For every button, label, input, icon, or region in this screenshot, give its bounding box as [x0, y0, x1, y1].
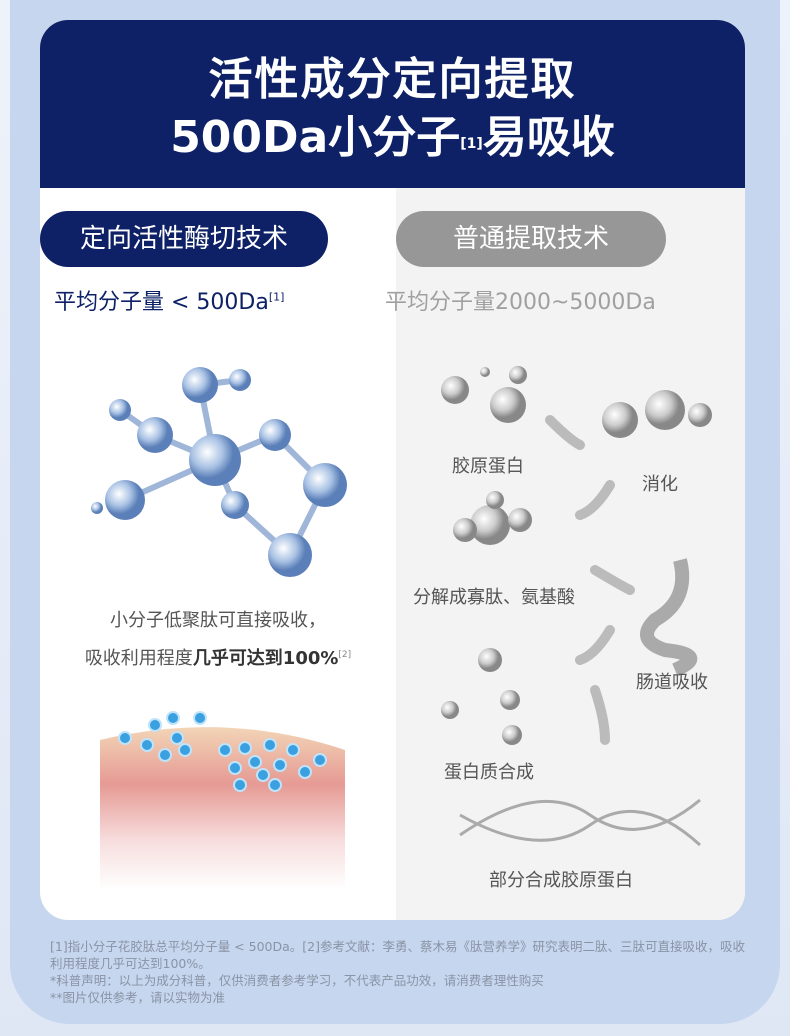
subheadline: 500Da小分子[1]易吸收	[40, 108, 745, 168]
step-digestion: 消化	[642, 474, 678, 495]
desc-bold: 几乎可达到100%	[192, 648, 339, 669]
footnote-1: [1]指小分子花胶肽总平均分子量 < 500Da。[2]参考文献：李勇、蔡木易《…	[50, 939, 745, 971]
footnotes: [1]指小分子花胶肽总平均分子量 < 500Da。[2]参考文献：李勇、蔡木易《…	[50, 938, 750, 1006]
step-breakdown: 分解成寡肽、氨基酸	[413, 587, 575, 608]
step-partial-collagen: 部分合成胶原蛋白	[489, 870, 633, 891]
comparison-card: 活性成分定向提取 500Da小分子[1]易吸收	[40, 20, 745, 920]
left-desc-1: 小分子低聚肽可直接吸收，	[110, 610, 326, 631]
small-molecule-icon	[91, 367, 347, 577]
enzyme-tech-pill: 定向活性酶切技术	[40, 211, 328, 267]
desc-text: 吸收利用程度	[84, 648, 193, 669]
digestion-flow-icons	[441, 366, 712, 847]
left-subtitle: 平均分子量 < 500Da[1]	[54, 284, 284, 316]
footnote-2: *科普声明：以上为成分科普，仅供消费者参考学习，不代表产品功效，请消费者理性购买	[50, 973, 544, 988]
headline: 活性成分定向提取	[208, 54, 577, 105]
right-subtitle: 平均分子量2000~5000Da	[385, 290, 656, 315]
header-banner: 活性成分定向提取 500Da小分子[1]易吸收	[40, 20, 745, 188]
footnote-ref: [1]	[460, 136, 483, 152]
step-intestine: 肠道吸收	[636, 672, 708, 693]
footnote-3: **图片仅供参考，请以实物为准	[50, 990, 226, 1005]
step-collagen: 胶原蛋白	[452, 456, 524, 477]
right-panel	[396, 188, 745, 920]
left-desc-2: 吸收利用程度几乎可达到100%[2]	[40, 644, 396, 670]
normal-tech-pill: 普通提取技术	[396, 211, 666, 267]
footnote-ref: [1]	[268, 290, 285, 304]
footnote-ref: [2]	[338, 650, 352, 660]
skin-absorption-illustration	[100, 711, 345, 890]
subheadline-end: 易吸收	[482, 112, 615, 163]
step-protein-synthesis: 蛋白质合成	[444, 762, 534, 783]
left-subtitle-text: 平均分子量 < 500Da	[54, 290, 269, 315]
subheadline-main: 500Da小分子	[170, 112, 461, 163]
